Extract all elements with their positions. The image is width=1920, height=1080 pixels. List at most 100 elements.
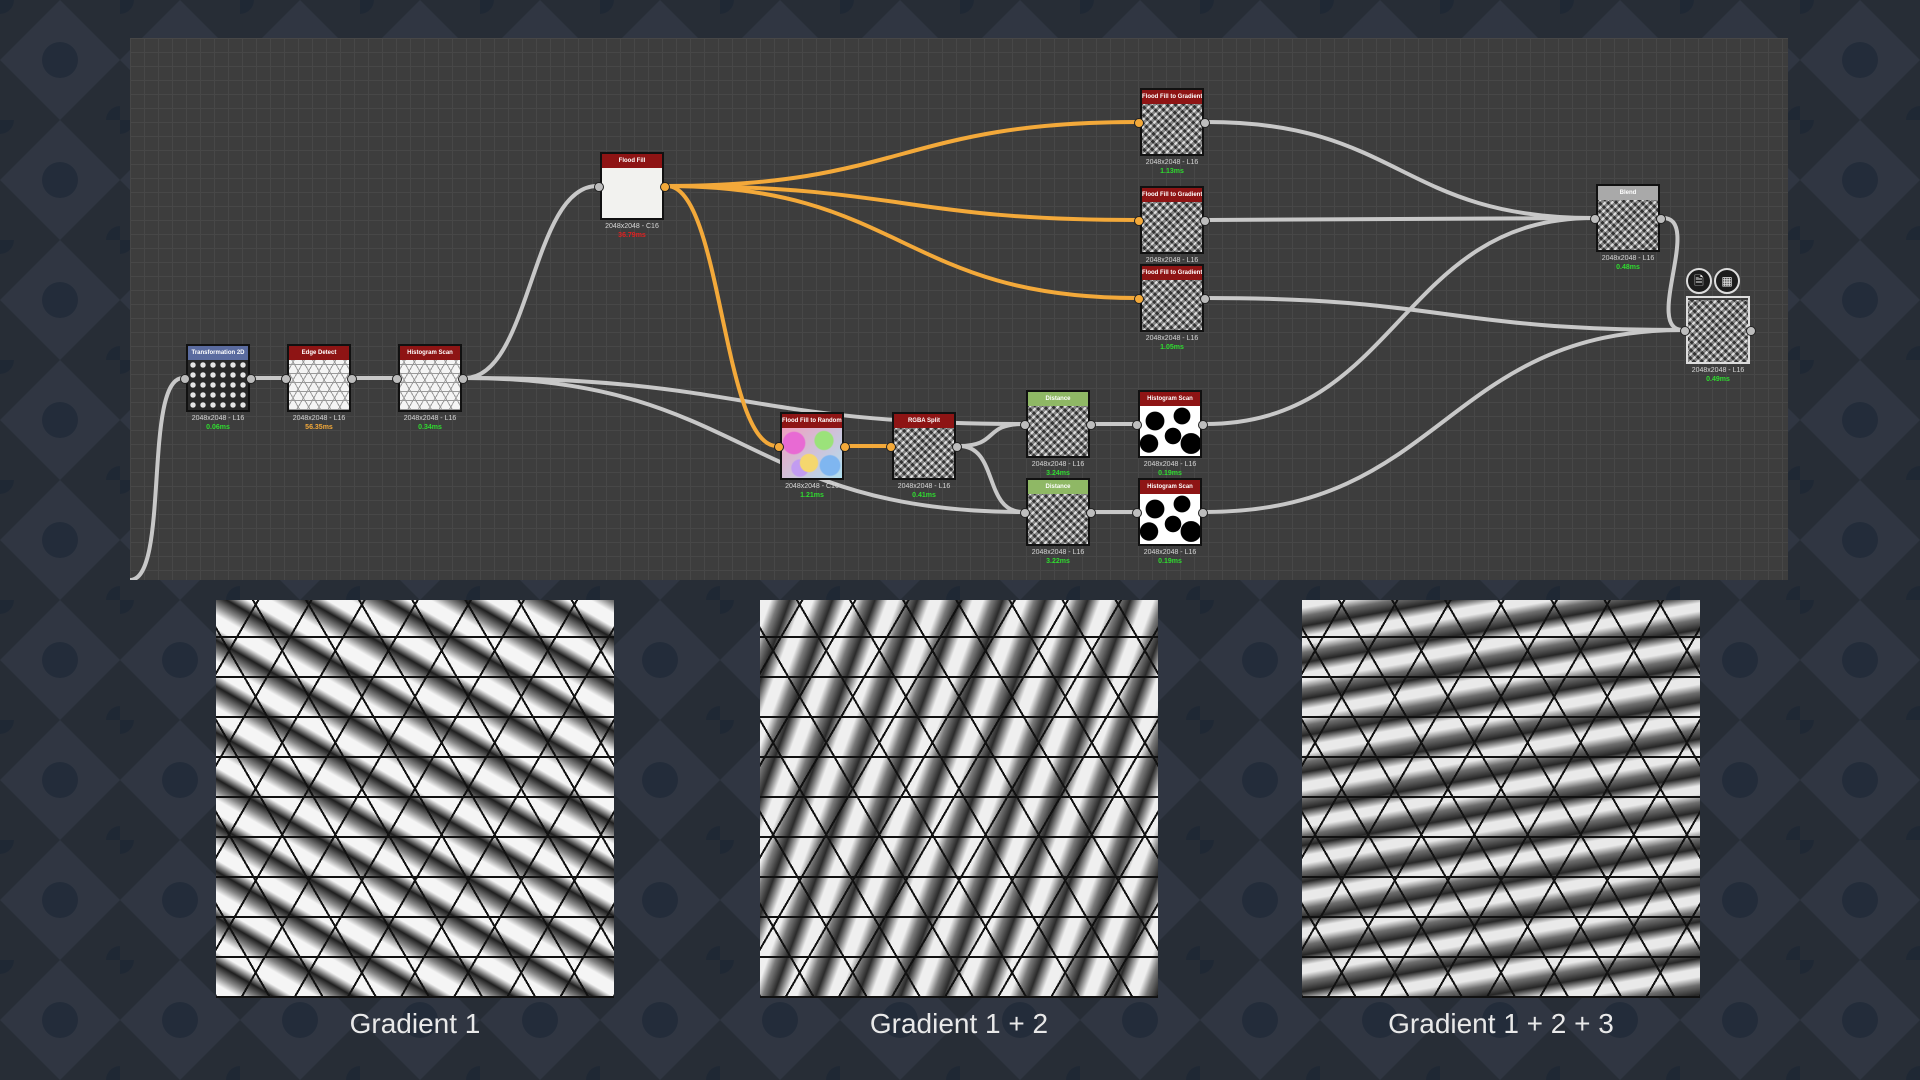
node-title: Flood Fill to Gradient — [1140, 264, 1204, 280]
node-thumbnail — [600, 168, 664, 220]
node-title: Histogram Scan — [1138, 478, 1202, 494]
node-title: Distance — [1026, 478, 1090, 494]
input-port[interactable] — [1020, 420, 1030, 430]
input-port[interactable] — [774, 442, 784, 452]
node-title: Histogram Scan — [1138, 390, 1202, 406]
node-thumbnail — [1596, 200, 1660, 252]
input-port[interactable] — [1020, 508, 1030, 518]
input-port[interactable] — [392, 374, 402, 384]
node-thumbnail — [1140, 202, 1204, 254]
wire-histscan3-output[interactable] — [1204, 328, 1684, 514]
input-port[interactable] — [281, 374, 291, 384]
input-port[interactable] — [594, 182, 604, 192]
node-resolution: 2048x2048 - L16 — [1601, 255, 1655, 262]
node-resolution: 2048x2048 - L16 — [1145, 257, 1199, 264]
wire-floodfill-grad2[interactable] — [666, 184, 1138, 222]
wire-histscan-floodfill[interactable] — [464, 184, 598, 380]
output-port[interactable] — [458, 374, 468, 384]
node-timing: 1.21ms — [800, 492, 824, 499]
output-port[interactable] — [1656, 214, 1666, 224]
output-port[interactable] — [840, 442, 850, 452]
node-timing: 36.79ms — [618, 232, 646, 239]
wire-grad1-blend[interactable] — [1206, 120, 1594, 220]
input-port[interactable] — [1590, 214, 1600, 224]
node-resolution: 2048x2048 - L16 — [1691, 367, 1745, 374]
node-thumbnail — [186, 360, 250, 412]
caption-gradient-1: Gradient 1 — [349, 1008, 481, 1039]
input-port[interactable] — [1132, 420, 1142, 430]
node-resolution: 2048x2048 - L16 — [403, 415, 457, 422]
input-port[interactable] — [180, 374, 190, 384]
wire-histscan2-blend[interactable] — [1204, 216, 1594, 426]
node-thumbnail — [1026, 494, 1090, 546]
node-timing: 0.41ms — [912, 492, 936, 499]
preview-gradient-1 — [216, 600, 614, 998]
output-port[interactable] — [952, 442, 962, 452]
input-port[interactable] — [1134, 294, 1144, 304]
wire-floodfill-grad1[interactable] — [666, 120, 1138, 188]
output-port[interactable] — [660, 182, 670, 192]
wire-input-transform[interactable] — [130, 376, 184, 580]
output-port[interactable] — [1200, 118, 1210, 128]
wire-grad2-blend[interactable] — [1206, 216, 1594, 222]
node-resolution: 2048x2048 - C16 — [605, 223, 659, 230]
output-port[interactable] — [246, 374, 256, 384]
wire-blend-output[interactable] — [1662, 216, 1684, 332]
wire-floodfill-random[interactable] — [666, 184, 778, 448]
wire-rgba-distance2[interactable] — [958, 444, 1024, 514]
node-title — [1686, 296, 1750, 300]
preview-gradient-1-2 — [760, 600, 1158, 998]
node-resolution: 2048x2048 - L16 — [191, 415, 245, 422]
input-port[interactable] — [1132, 508, 1142, 518]
graph-icon[interactable]: ▦ — [1714, 268, 1740, 294]
node-thumbnail — [892, 428, 956, 480]
node-title: Flood Fill to Gradient — [1140, 88, 1204, 104]
wire-grad3-output[interactable] — [1206, 296, 1684, 332]
node-title: RGBA Split — [892, 412, 956, 428]
wire-rgba-distance1[interactable] — [958, 422, 1024, 448]
node-title: Edge Detect — [287, 344, 351, 360]
node-thumbnail — [1686, 300, 1750, 364]
output-port[interactable] — [1198, 420, 1208, 430]
document-icon[interactable]: 🗎 — [1686, 268, 1712, 294]
node-ff2grad2[interactable]: Flood Fill to Gradient 2048x2048 - L16 — [1134, 186, 1210, 266]
node-rgbasplit[interactable]: RGBA Split 2048x2048 - L16 0.41ms — [886, 412, 962, 499]
input-port[interactable] — [1134, 216, 1144, 226]
node-ff2random[interactable]: Flood Fill to Random C...2048x2048 - C16… — [774, 412, 850, 499]
input-port[interactable] — [1134, 118, 1144, 128]
preview-gradient-1-2-3 — [1302, 600, 1700, 998]
node-floodfill[interactable]: Flood Fill 2048x2048 - C16 36.79ms — [594, 152, 670, 239]
node-resolution: 2048x2048 - L16 — [897, 483, 951, 490]
output-port[interactable] — [347, 374, 357, 384]
caption-gradient-1-2: Gradient 1 + 2 — [869, 1008, 1049, 1039]
output-port[interactable] — [1200, 216, 1210, 226]
node-timing: 0.19ms — [1158, 558, 1182, 565]
node-timing: 0.49ms — [1706, 376, 1730, 383]
output-port[interactable] — [1200, 294, 1210, 304]
wire-floodfill-grad3[interactable] — [666, 184, 1138, 300]
wire-histscan-distance2[interactable] — [464, 376, 1024, 514]
input-port[interactable] — [1680, 326, 1690, 336]
node-resolution: 2048x2048 - C16 — [785, 483, 839, 490]
node-output[interactable]: 2048x2048 - L16 0.49ms 🗎▦ — [1680, 268, 1756, 383]
node-title: Flood Fill to Gradient — [1140, 186, 1204, 202]
node-title: Flood Fill — [600, 152, 664, 168]
output-port[interactable] — [1086, 420, 1096, 430]
output-port[interactable] — [1086, 508, 1096, 518]
output-port[interactable] — [1746, 326, 1756, 336]
node-thumbnail — [1138, 494, 1202, 546]
output-port[interactable] — [1198, 508, 1208, 518]
input-port[interactable] — [886, 442, 896, 452]
node-timing: 3.22ms — [1046, 558, 1070, 565]
